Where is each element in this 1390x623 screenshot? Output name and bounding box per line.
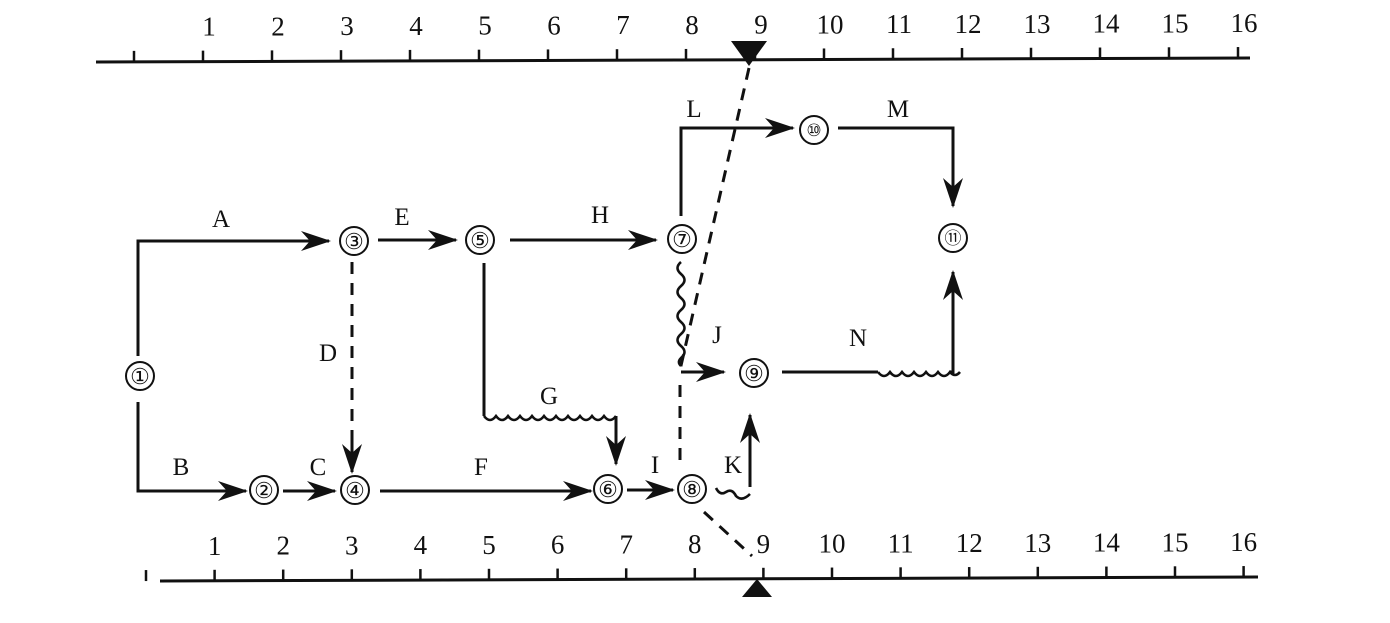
top_scale-label: 10 [817,9,844,39]
bottom_scale-label: 16 [1230,527,1257,557]
label-J: J [712,322,722,349]
svg-text:⑩: ⑩ [806,121,821,140]
svg-text:⑥: ⑥ [598,477,618,502]
svg-text:⑨: ⑨ [744,361,764,386]
bottom_scale-label: 14 [1093,528,1121,558]
label-I: I [651,452,659,479]
svg-text:①: ① [130,364,150,389]
top-axis-line [95,56,1251,64]
top_scale-label: 9 [754,10,768,40]
bottom_scale-label: 2 [276,531,290,561]
activity-L [679,118,795,216]
bottom_scale-label: 3 [345,530,359,560]
bottom_scale-label: 13 [1024,528,1051,558]
top_scale-label: 12 [955,9,982,39]
top_scale-label: 7 [616,10,630,40]
bottom_scale-label: 1 [208,531,222,561]
label-B: B [173,454,190,481]
node-6: ⑥ [593,474,623,504]
top_scale-label: 2 [271,11,285,41]
node-2: ② [249,475,279,505]
node-7: ⑦ [667,224,697,254]
activity-M [838,126,963,208]
label-G: G [540,383,558,410]
bottom-axis-line [159,575,1259,583]
node-5: ⑤ [465,225,495,255]
activity-A [136,231,331,356]
label-F: F [474,454,488,481]
node-4: ④ [340,475,370,505]
label-D: D [319,340,337,367]
top_scale-label: 13 [1024,9,1051,39]
bottom_scale-label: 4 [414,530,428,560]
bottom_scale-label: 8 [688,529,702,559]
bottom-check-marker [742,579,772,597]
bottom_scale-label: 11 [888,528,914,558]
top-scale-ticks [132,47,1240,62]
bottom_scale-label: 5 [482,530,496,560]
top_scale-label: 3 [340,11,354,41]
bottom_scale-label: 10 [819,529,846,559]
svg-text:⑪: ⑪ [945,229,962,248]
node-8: ⑧ [677,474,707,504]
activity-J [676,261,726,382]
check-line-lower [702,510,754,558]
bottom_scale-label: 7 [619,529,633,559]
label-H: H [591,202,609,229]
bottom_scale-label: 6 [551,530,565,560]
svg-text:⑤: ⑤ [470,228,490,253]
node-11: ⑪ [938,223,968,253]
label-L: L [686,96,701,123]
activity-B [136,402,248,501]
label-C: C [310,454,327,481]
svg-text:④: ④ [345,478,365,503]
svg-text:⑧: ⑧ [682,477,702,502]
node-1: ① [125,361,155,391]
activity-G [482,263,626,466]
svg-text:③: ③ [344,229,364,254]
top_scale-label: 11 [886,9,912,39]
activity-K [714,413,760,500]
node-9: ⑨ [739,358,769,388]
top_scale-label: 16 [1231,8,1258,38]
progress-check-line [678,67,754,558]
top_scale-label: 1 [202,12,216,42]
top_scale-label: 5 [478,11,492,41]
svg-text:②: ② [254,478,274,503]
label-A: A [212,206,230,233]
top_scale-label: 15 [1162,8,1189,38]
svg-text:⑦: ⑦ [672,227,692,252]
top-check-marker [731,41,767,66]
node-10: ⑩ [799,115,829,145]
bottom-scale-ticks [144,566,1245,582]
label-M: M [887,96,909,123]
node-3: ③ [339,226,369,256]
bottom_scale-label: 15 [1162,527,1189,557]
check-line-upper [678,67,751,371]
label-K: K [724,452,742,479]
top_scale-label: 14 [1093,9,1121,39]
bottom_scale-label: 12 [956,528,983,558]
label-E: E [394,204,409,231]
top_scale-label: 6 [547,10,561,40]
label-N: N [849,325,867,352]
top_scale-label: 8 [685,10,699,40]
bottom_scale-label: 9 [757,529,771,559]
top_scale-label: 4 [409,11,423,41]
activity-N [782,270,963,378]
